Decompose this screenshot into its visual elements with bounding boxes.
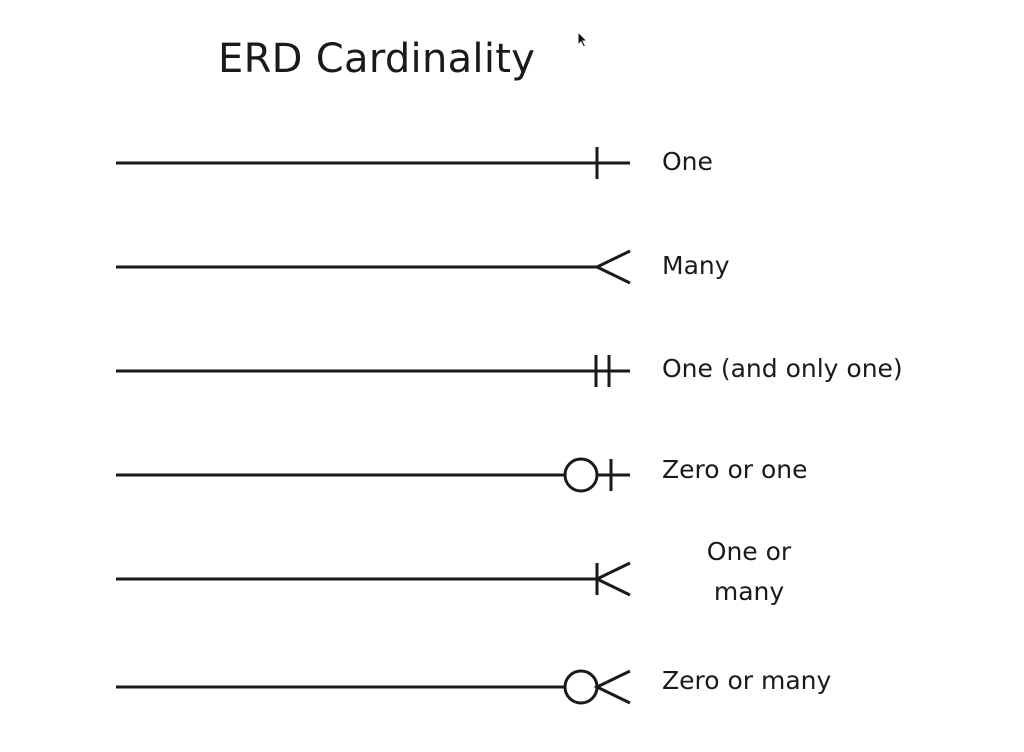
crows-foot-mark — [593, 249, 631, 285]
zero-circle-mark — [563, 457, 599, 493]
label-one: One — [662, 147, 713, 176]
diagram-title: ERD Cardinality — [218, 36, 536, 82]
label-many: Many — [662, 251, 730, 280]
label-one-or-many-line-1: One or — [706, 537, 792, 566]
notation-one-and-only-one — [116, 355, 630, 387]
label-one-or-many: One or many — [694, 532, 804, 612]
label-zero-or-many: Zero or many — [662, 666, 832, 695]
mouse-pointer-icon — [577, 31, 589, 48]
zero-circle-mark — [563, 669, 599, 705]
notation-many — [116, 249, 631, 285]
crows-foot-mark — [593, 561, 631, 597]
label-one-or-many-line-2: many — [713, 577, 785, 606]
crows-foot-mark — [593, 669, 631, 705]
notation-zero-or-one — [116, 457, 630, 493]
notation-one — [116, 147, 630, 179]
label-zero-or-one: Zero or one — [662, 455, 808, 484]
label-one-and-only-one: One (and only one) — [662, 354, 903, 383]
notation-zero-or-many — [116, 669, 631, 705]
notation-one-or-many — [116, 561, 631, 597]
